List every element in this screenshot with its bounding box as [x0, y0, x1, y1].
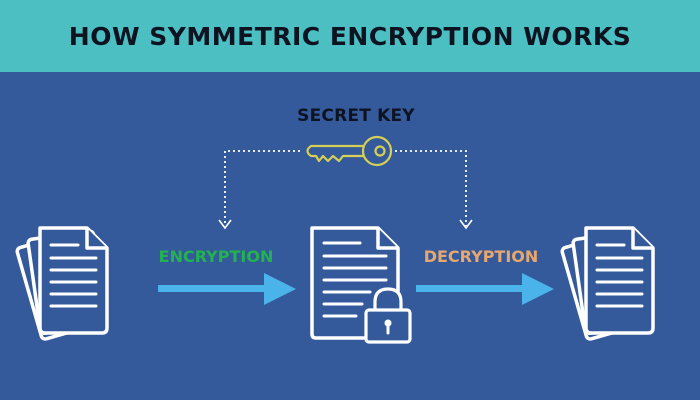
- key-connector: [218, 150, 473, 230]
- padlock-icon: [364, 287, 412, 344]
- key-icon: [306, 135, 393, 167]
- key-connector-left-arrowhead: [218, 219, 232, 230]
- page-title: HOW SYMMETRIC ENCRYPTION WORKS: [68, 21, 632, 51]
- secret-key-label: SECRET KEY: [297, 106, 415, 126]
- plaintext-documents-left-icon: [15, 226, 109, 341]
- encryption-label: ENCRYPTION: [158, 247, 274, 266]
- encryption-arrow-icon: [158, 273, 296, 305]
- decryption-label: DECRYPTION: [423, 247, 539, 266]
- key-connector-right-arrowhead: [459, 219, 473, 230]
- plaintext-documents-right-icon: [560, 226, 655, 341]
- key-connector-left: [224, 150, 300, 226]
- decryption-arrow-icon: [416, 273, 554, 305]
- key-connector-right: [390, 150, 467, 226]
- title-bar: HOW SYMMETRIC ENCRYPTION WORKS: [0, 0, 700, 72]
